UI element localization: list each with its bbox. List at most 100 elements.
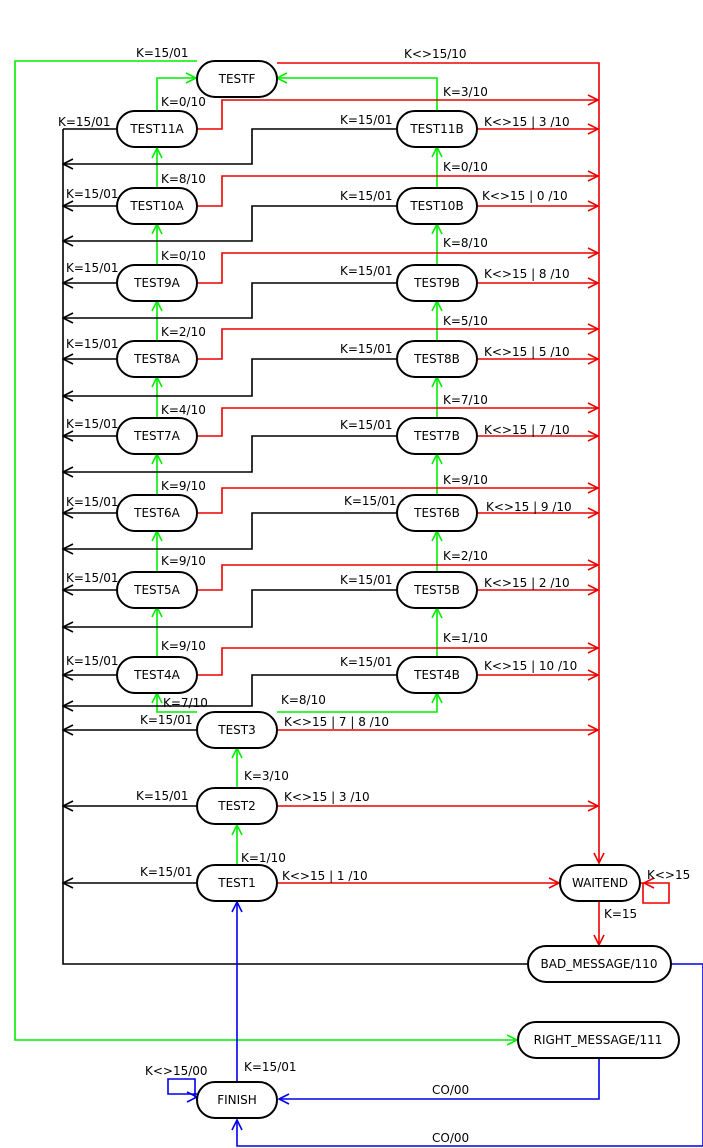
svg-text:TEST1: TEST1 <box>217 876 256 890</box>
svg-text:TEST6B: TEST6B <box>413 506 460 520</box>
svg-text:TEST5A: TEST5A <box>133 583 180 597</box>
label-t9b-k15: K=15/01 <box>340 264 393 278</box>
svg-text:TEST3: TEST3 <box>217 723 256 737</box>
label-t6b-k15: K=15/01 <box>344 494 397 508</box>
label-t8a-ok: K=2/10 <box>161 325 206 339</box>
state-test11a[interactable]: TEST11A <box>116 110 198 148</box>
edge-test3-test4b <box>277 693 437 713</box>
label-waitend-k15: K=15 <box>604 907 637 921</box>
edge-bad-message-finish <box>237 963 703 1147</box>
label-t9b-ok: K=8/10 <box>443 236 488 250</box>
svg-text:TEST10A: TEST10A <box>129 199 184 213</box>
state-test6b[interactable]: TEST6B <box>396 494 478 532</box>
svg-text:TEST11A: TEST11A <box>129 122 184 136</box>
label-t3-ok-a: K=7/10 <box>163 696 208 710</box>
state-test5a[interactable]: TEST5A <box>116 571 198 609</box>
label-t3-k15: K=15/01 <box>140 713 193 727</box>
svg-text:TESTF: TESTF <box>218 72 256 86</box>
label-co-bad: CO/00 <box>432 1131 469 1145</box>
state-test2[interactable]: TEST2 <box>196 787 278 825</box>
label-t5b-k15: K=15/01 <box>340 573 393 587</box>
label-t4a-k15: K=15/01 <box>66 654 119 668</box>
state-test4b[interactable]: TEST4B <box>396 656 478 694</box>
states: TESTF TEST11A TEST11B TEST10A TEST10B TE… <box>116 60 680 1119</box>
label-t2-err: K<>15 | 3 /10 <box>284 790 370 804</box>
state-test10b[interactable]: TEST10B <box>396 187 478 225</box>
edge-testf-right-message <box>14 60 517 1040</box>
edge-test9b-k15 <box>63 282 397 318</box>
edge-finish-loop <box>167 1078 197 1097</box>
state-test11b[interactable]: TEST11B <box>396 110 478 148</box>
svg-text:TEST5B: TEST5B <box>413 583 460 597</box>
edge-test4b-k15 <box>63 674 397 706</box>
label-t6a-k15: K=15/01 <box>66 495 119 509</box>
black-edges <box>62 128 527 965</box>
label-t7a-ok: K=4/10 <box>161 403 206 417</box>
state-waitend[interactable]: WAITEND <box>559 864 641 902</box>
edge-test11b-k15 <box>63 128 397 164</box>
state-test7a[interactable]: TEST7A <box>116 417 198 455</box>
svg-text:TEST4B: TEST4B <box>413 668 460 682</box>
svg-text:TEST7B: TEST7B <box>413 429 460 443</box>
svg-text:TEST11B: TEST11B <box>409 122 463 136</box>
label-t10b-ok: K=0/10 <box>443 160 488 174</box>
edge-test4a-err <box>197 648 598 676</box>
svg-text:TEST7A: TEST7A <box>133 429 180 443</box>
red-edges <box>197 62 670 945</box>
edge-test7a-err <box>197 408 598 437</box>
edge-bad-message-collector <box>62 129 527 965</box>
state-right-message[interactable]: RIGHT_MESSAGE/111 <box>517 1021 680 1059</box>
edge-test3-test4a <box>157 693 197 713</box>
label-t1-ok: K=1/10 <box>241 851 286 865</box>
state-finish[interactable]: FINISH <box>196 1081 278 1119</box>
state-test4a[interactable]: TEST4A <box>116 656 198 694</box>
svg-text:FINISH: FINISH <box>217 1093 257 1107</box>
label-t1-k15: K=15/01 <box>140 865 193 879</box>
label-t1-err: K<>15 | 1 /10 <box>282 869 368 883</box>
label-t8a-k15: K=15/01 <box>66 337 119 351</box>
label-t4a-ok: K=9/10 <box>161 639 206 653</box>
state-test3[interactable]: TEST3 <box>196 711 278 749</box>
state-test10a[interactable]: TEST10A <box>116 187 198 225</box>
label-t7b-k15: K=15/01 <box>340 418 393 432</box>
edge-test10b-k15 <box>63 205 397 241</box>
state-bad-message[interactable]: BAD_MESSAGE/110 <box>527 945 672 983</box>
label-t11a-ok: K=0/10 <box>161 95 206 109</box>
edge-right-message-finish <box>279 1059 600 1099</box>
label-waitend-loop: K<>15 <box>647 868 690 882</box>
state-test8a[interactable]: TEST8A <box>116 340 198 378</box>
label-t4b-k15: K=15/01 <box>340 655 393 669</box>
label-t5a-k15: K=15/01 <box>66 571 119 585</box>
state-test9a[interactable]: TEST9A <box>116 264 198 302</box>
edge-test6b-k15 <box>63 512 397 549</box>
state-test5b[interactable]: TEST5B <box>396 571 478 609</box>
svg-text:RIGHT_MESSAGE/111: RIGHT_MESSAGE/111 <box>534 1033 663 1047</box>
label-finish-k15: K=15/01 <box>244 1060 297 1074</box>
state-test1[interactable]: TEST1 <box>196 864 278 902</box>
edge-test8a-err <box>197 329 598 360</box>
label-t9b-err: K<>15 | 8 /10 <box>484 267 570 281</box>
label-t3-err: K<>15 | 7 | 8 /10 <box>284 715 389 729</box>
state-test9b[interactable]: TEST9B <box>396 264 478 302</box>
label-finish-loop: K<>15/00 <box>145 1064 208 1078</box>
state-test8b[interactable]: TEST8B <box>396 340 478 378</box>
label-t2-ok: K=3/10 <box>244 769 289 783</box>
svg-text:TEST8A: TEST8A <box>133 352 180 366</box>
state-test6a[interactable]: TEST6A <box>116 494 198 532</box>
label-testf-kne: K<>15/10 <box>404 47 467 61</box>
edge-testf-waitend <box>277 62 599 863</box>
blue-edges <box>167 902 703 1147</box>
state-testf[interactable]: TESTF <box>196 60 278 98</box>
label-t11b-err: K<>15 | 3 /10 <box>484 115 570 129</box>
label-t5b-err: K<>15 | 2 /10 <box>484 576 570 590</box>
label-t11b-ok: K=3/10 <box>443 85 488 99</box>
label-t9a-ok: K=0/10 <box>161 249 206 263</box>
label-co-right: CO/00 <box>432 1083 469 1097</box>
state-test7b[interactable]: TEST7B <box>396 417 478 455</box>
label-t6b-err: K<>15 | 9 /10 <box>486 500 572 514</box>
edge-test11a-testf <box>156 78 196 110</box>
label-t5a-ok: K=9/10 <box>161 554 206 568</box>
svg-text:TEST9B: TEST9B <box>413 276 460 290</box>
label-t9a-k15: K=15/01 <box>66 261 119 275</box>
svg-text:BAD_MESSAGE/110: BAD_MESSAGE/110 <box>541 957 658 971</box>
